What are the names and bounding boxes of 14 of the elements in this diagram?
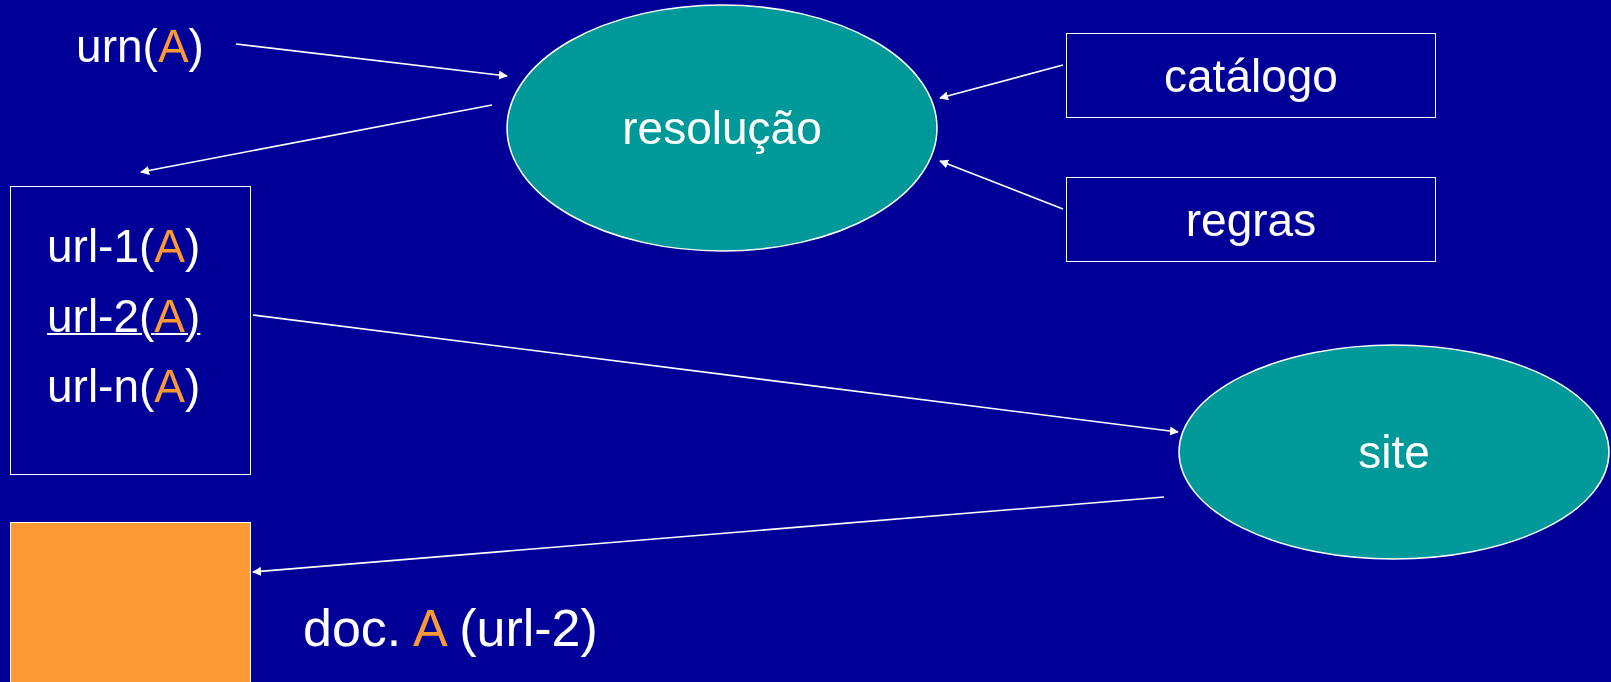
arrow [252,314,1179,436]
list-box [10,186,251,475]
document-block [10,522,251,682]
process-ellipse [1178,344,1610,560]
arrow [939,159,1064,210]
process-ellipse [506,4,938,252]
data-box [1066,33,1436,118]
arrow [235,43,508,80]
data-box [1066,177,1436,262]
arrow [939,64,1064,101]
arrow [252,496,1165,576]
node-label: urn(A) [50,16,230,76]
arrow [140,104,493,175]
node-label: site [1358,429,1430,475]
